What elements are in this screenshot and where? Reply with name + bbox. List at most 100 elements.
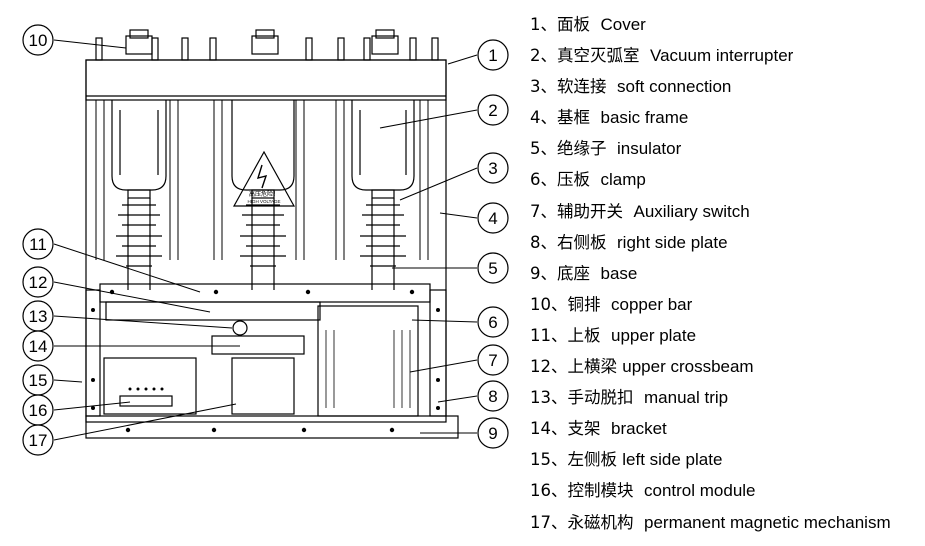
legend-en: manual trip [644, 388, 729, 408]
bracket [211, 335, 305, 355]
legend-item: 9、底座 base [530, 261, 922, 292]
legend-cn: 铜排 [567, 294, 601, 314]
legend-sep: 、 [540, 139, 558, 159]
legend-cn: 压板 [557, 170, 590, 190]
legend-cn: 真空灭弧室 [557, 46, 640, 66]
legend-en: insulator [617, 139, 682, 159]
upper-crossbeam [105, 301, 321, 321]
legend-item: 15、左侧板 left side plate [530, 447, 922, 478]
legend-item: 6、压板 clamp [530, 167, 922, 198]
legend-cn: 基框 [557, 108, 590, 128]
legend-sep: 、 [551, 450, 568, 470]
legend-sep: 、 [551, 481, 568, 501]
callout-3: 3 [488, 159, 497, 178]
legend-number: 15 [530, 450, 551, 470]
legend-cn: 控制模块 [567, 481, 634, 501]
legend-number: 14 [530, 419, 551, 439]
cover [85, 59, 447, 101]
legend-sep: 、 [551, 388, 568, 408]
legend-sep: 、 [540, 263, 558, 283]
legend-cn: 永磁机构 [567, 512, 634, 532]
callout-7: 7 [488, 351, 497, 370]
legend-en: upper plate [611, 325, 697, 345]
base [85, 415, 459, 439]
legend-en: copper bar [611, 294, 693, 314]
legend-number: 4 [530, 108, 541, 128]
callout-14: 14 [29, 337, 48, 356]
leader-lines [53, 39, 478, 441]
legend-en: basic frame [600, 108, 689, 128]
parts-legend: 1、面板 Cover 2、真空灭弧室 Vacuum interrupter 3、… [530, 12, 922, 541]
legend-en: bracket [611, 419, 667, 439]
legend-cn: 手动脱扣 [567, 388, 634, 408]
legend-cn: 右侧板 [557, 232, 607, 252]
callout-5: 5 [488, 259, 497, 278]
legend-item: 1、面板 Cover [530, 12, 922, 43]
legend-en: Vacuum interrupter [650, 46, 794, 66]
callout-17: 17 [29, 431, 48, 450]
callout-8: 8 [488, 387, 497, 406]
legend-sep: 、 [540, 108, 558, 128]
legend-en: right side plate [617, 232, 728, 252]
legend-sep: 、 [551, 294, 568, 314]
legend-item: 3、软连接 soft connection [530, 74, 922, 105]
legend-cn: 支架 [567, 419, 601, 439]
callout-15: 15 [29, 371, 48, 390]
legend-sep: 、 [551, 357, 568, 377]
legend-item: 5、绝缘子 insulator [530, 136, 922, 167]
legend-item: 16、控制模块 control module [530, 478, 922, 509]
legend-sep: 、 [540, 170, 558, 190]
legend-number: 5 [530, 139, 541, 159]
screws [91, 289, 440, 433]
callout-1: 1 [488, 46, 497, 65]
legend-number: 11 [530, 325, 551, 345]
legend-item: 13、手动脱扣 manual trip [530, 385, 922, 416]
permanent-magnetic-mechanism [231, 357, 295, 415]
callout-9: 9 [488, 424, 497, 443]
breaker-drawing: 高压危险！ HIGH VOLTAGE [53, 29, 478, 441]
manual-trip-knob [232, 320, 248, 336]
legend-en: base [600, 263, 638, 283]
legend-number: 1 [530, 15, 541, 34]
callout-2: 2 [488, 101, 497, 120]
legend-cn: 上板 [567, 325, 601, 345]
callout-13: 13 [29, 307, 48, 326]
legend-sep: 、 [540, 15, 558, 34]
legend-item: 11、上板 upper plate [530, 323, 922, 354]
legend-item: 17、永磁机构 permanent magnetic mechanism [530, 510, 922, 541]
legend-number: 13 [530, 388, 551, 408]
callout-10: 10 [29, 31, 48, 50]
insulators [116, 198, 406, 290]
legend-cn: 底座 [557, 263, 590, 283]
legend-item: 10、铜排 copper bar [530, 292, 922, 323]
legend-number: 9 [530, 263, 541, 283]
legend-item: 14、支架 bracket [530, 416, 922, 447]
control-module [103, 357, 197, 415]
legend-cn: 辅助开关 [557, 201, 623, 221]
legend-sep: 、 [540, 201, 558, 221]
legend-number: 17 [530, 512, 551, 532]
legend-en: upper crossbeam [622, 357, 754, 377]
legend-cn: 绝缘子 [557, 139, 607, 159]
vacuum-interrupters [111, 100, 415, 199]
legend-en: left side plate [622, 450, 723, 470]
legend-cn: 软连接 [557, 77, 607, 97]
legend-sep: 、 [540, 46, 558, 66]
legend-en: Auxiliary switch [633, 201, 750, 221]
legend-item: 4、基框 basic frame [530, 105, 922, 136]
legend-number: 6 [530, 170, 541, 190]
legend-en: control module [644, 481, 756, 501]
legend-sep: 、 [551, 512, 568, 532]
callout-11: 11 [29, 235, 47, 254]
callout-12: 12 [29, 273, 48, 292]
legend-number: 16 [530, 481, 551, 501]
legend-cn: 左侧板 [567, 450, 618, 470]
legend-sep: 、 [551, 419, 568, 439]
legend-number: 2 [530, 46, 541, 66]
legend-item: 12、上横梁 upper crossbeam [530, 354, 922, 385]
callout-4: 4 [488, 209, 497, 228]
legend-en: soft connection [617, 77, 732, 97]
legend-en: Cover [600, 15, 646, 34]
callout-layer: 1 2 3 4 5 6 7 8 9 10 11 12 13 14 15 16 1… [22, 24, 509, 456]
legend-sep: 、 [540, 77, 558, 97]
